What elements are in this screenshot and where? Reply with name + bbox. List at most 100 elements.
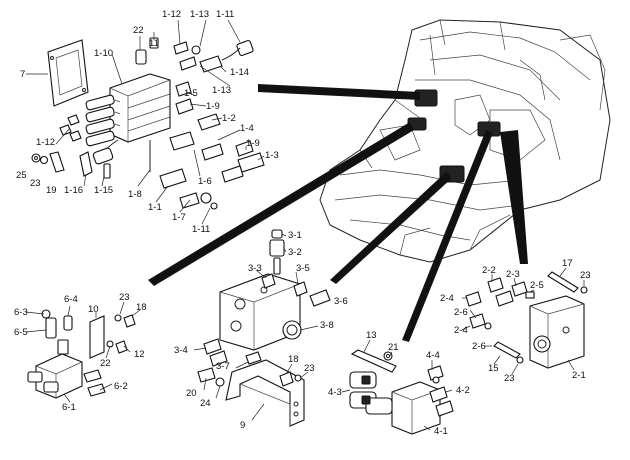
fitting-1-2 [197,113,221,131]
label-1-6: 1-6 [198,176,212,187]
label-1-12: 1-12 [162,9,181,20]
label-20: 20 [186,388,197,399]
machine-frame-illustration [319,19,611,263]
bolt-13 [350,349,397,373]
washer [31,153,41,163]
label-2-2: 2-2 [482,265,496,276]
label-4-4: 4-4 [426,350,440,361]
pointer-to-group-6 [148,122,414,286]
label-17: 17 [562,258,573,269]
label-6-2: 6-2 [114,381,128,392]
label-1-5: 1-5 [184,88,198,99]
valve-bank-assembly [26,19,265,225]
label-2-6: 2-6 [454,307,468,318]
label-1-1: 1-1 [148,202,162,213]
sensor-3-2 [269,239,285,257]
label-1-11: 1-11 [216,9,234,20]
label-24: 24 [200,398,211,409]
label-6-3: 6-3 [14,307,28,318]
valve-body [109,73,171,143]
label-3-4: 3-4 [174,345,188,356]
label-1-4: 1-4 [240,123,254,134]
label-1-9: 1-9 [206,101,220,112]
label-25: 25 [16,170,27,181]
label-9: 9 [240,420,245,431]
label-2-4: 2-4 [454,325,468,336]
label-3-5: 3-5 [296,263,310,274]
label-1-15: 1-15 [94,185,113,196]
label-1-12: 1-12 [36,137,55,148]
label-4-1: 4-1 [434,426,448,437]
label-2-6: 2-6 [472,341,486,352]
label-11: 11 [149,38,159,49]
bolt [49,151,65,173]
label-12: 12 [134,349,145,360]
callout-pointers [148,84,528,342]
label-6-1: 6-1 [62,402,76,413]
pointer-to-group-3 [330,172,452,284]
label-3-3: 3-3 [248,263,262,274]
label-3-6: 3-6 [334,296,348,307]
label-1-3: 1-3 [265,150,279,161]
label-3-1: 3-1 [288,230,302,241]
pressure-sensor [92,147,114,165]
label-13: 13 [366,330,377,341]
label-3-7: 3-7 [216,361,230,372]
label-21: 21 [388,342,399,353]
label-2-3: 2-3 [506,269,520,280]
label-1-10: 1-10 [94,48,113,59]
pointer-to-group-2 [500,130,528,264]
label-6-5: 6-5 [14,327,28,338]
valve-group-6 [25,301,141,403]
label-3-2: 3-2 [288,247,302,258]
solenoid-cartridges [85,94,115,147]
label-1-2: 1-2 [222,113,236,124]
bolt-17 [547,271,579,293]
label-2-1: 2-1 [572,370,586,381]
label-4-2: 4-2 [456,385,470,396]
valve-group-4 [341,339,454,435]
label-23: 23 [504,373,515,384]
label-22: 22 [100,358,111,369]
label-23: 23 [119,292,130,303]
fitting-1-3 [237,152,265,173]
label-1-11: 1-11 [192,224,210,235]
pointer-to-valve-bank [258,84,420,100]
label-2-5: 2-5 [530,280,544,291]
label-19: 19 [46,185,57,196]
label-1-13: 1-13 [190,9,209,20]
labels-group-4: 13 21 4-4 4-3 4-2 4-1 [328,330,470,437]
label-18: 18 [136,302,147,313]
label-15: 15 [488,363,499,374]
coil-connector [199,55,223,73]
label-1-9: 1-9 [246,138,260,149]
label-2-4: 2-4 [440,293,454,304]
label-7: 7 [20,69,25,80]
mounting-bracket-9 [225,359,305,427]
label-1-16: 1-16 [64,185,83,196]
valve-group-3 [193,229,331,427]
labels-group-6: 6-3 6-4 10 23 18 6-5 22 12 6-2 6-1 [14,292,147,413]
valve-group-2 [461,267,588,375]
label-23: 23 [304,363,315,374]
label-10: 10 [88,304,99,315]
label-6-4: 6-4 [64,294,78,305]
labels-group-1: 22 11 1-12 1-13 1-11 7 1-10 1-14 1-5 1-1… [16,9,279,235]
solenoid-6-5 [45,317,57,339]
bracket [79,151,93,177]
label-1-14: 1-14 [230,67,249,78]
fittings-left [59,114,82,142]
label-4-3: 4-3 [328,387,342,398]
mounting-plate [47,39,89,107]
label-3-8: 3-8 [320,320,334,331]
label-22: 22 [133,25,144,36]
label-1-8: 1-8 [128,189,142,200]
label-23: 23 [30,178,41,189]
pointer-to-group-4 [402,130,493,342]
label-1-13: 1-13 [212,85,231,96]
labels-group-2: 2-2 2-3 17 23 2-4 2-5 2-6 2-4 2-6 15 23 … [440,258,591,384]
label-18: 18 [288,354,299,365]
label-1-7: 1-7 [172,212,186,223]
bracket-10 [89,315,105,359]
